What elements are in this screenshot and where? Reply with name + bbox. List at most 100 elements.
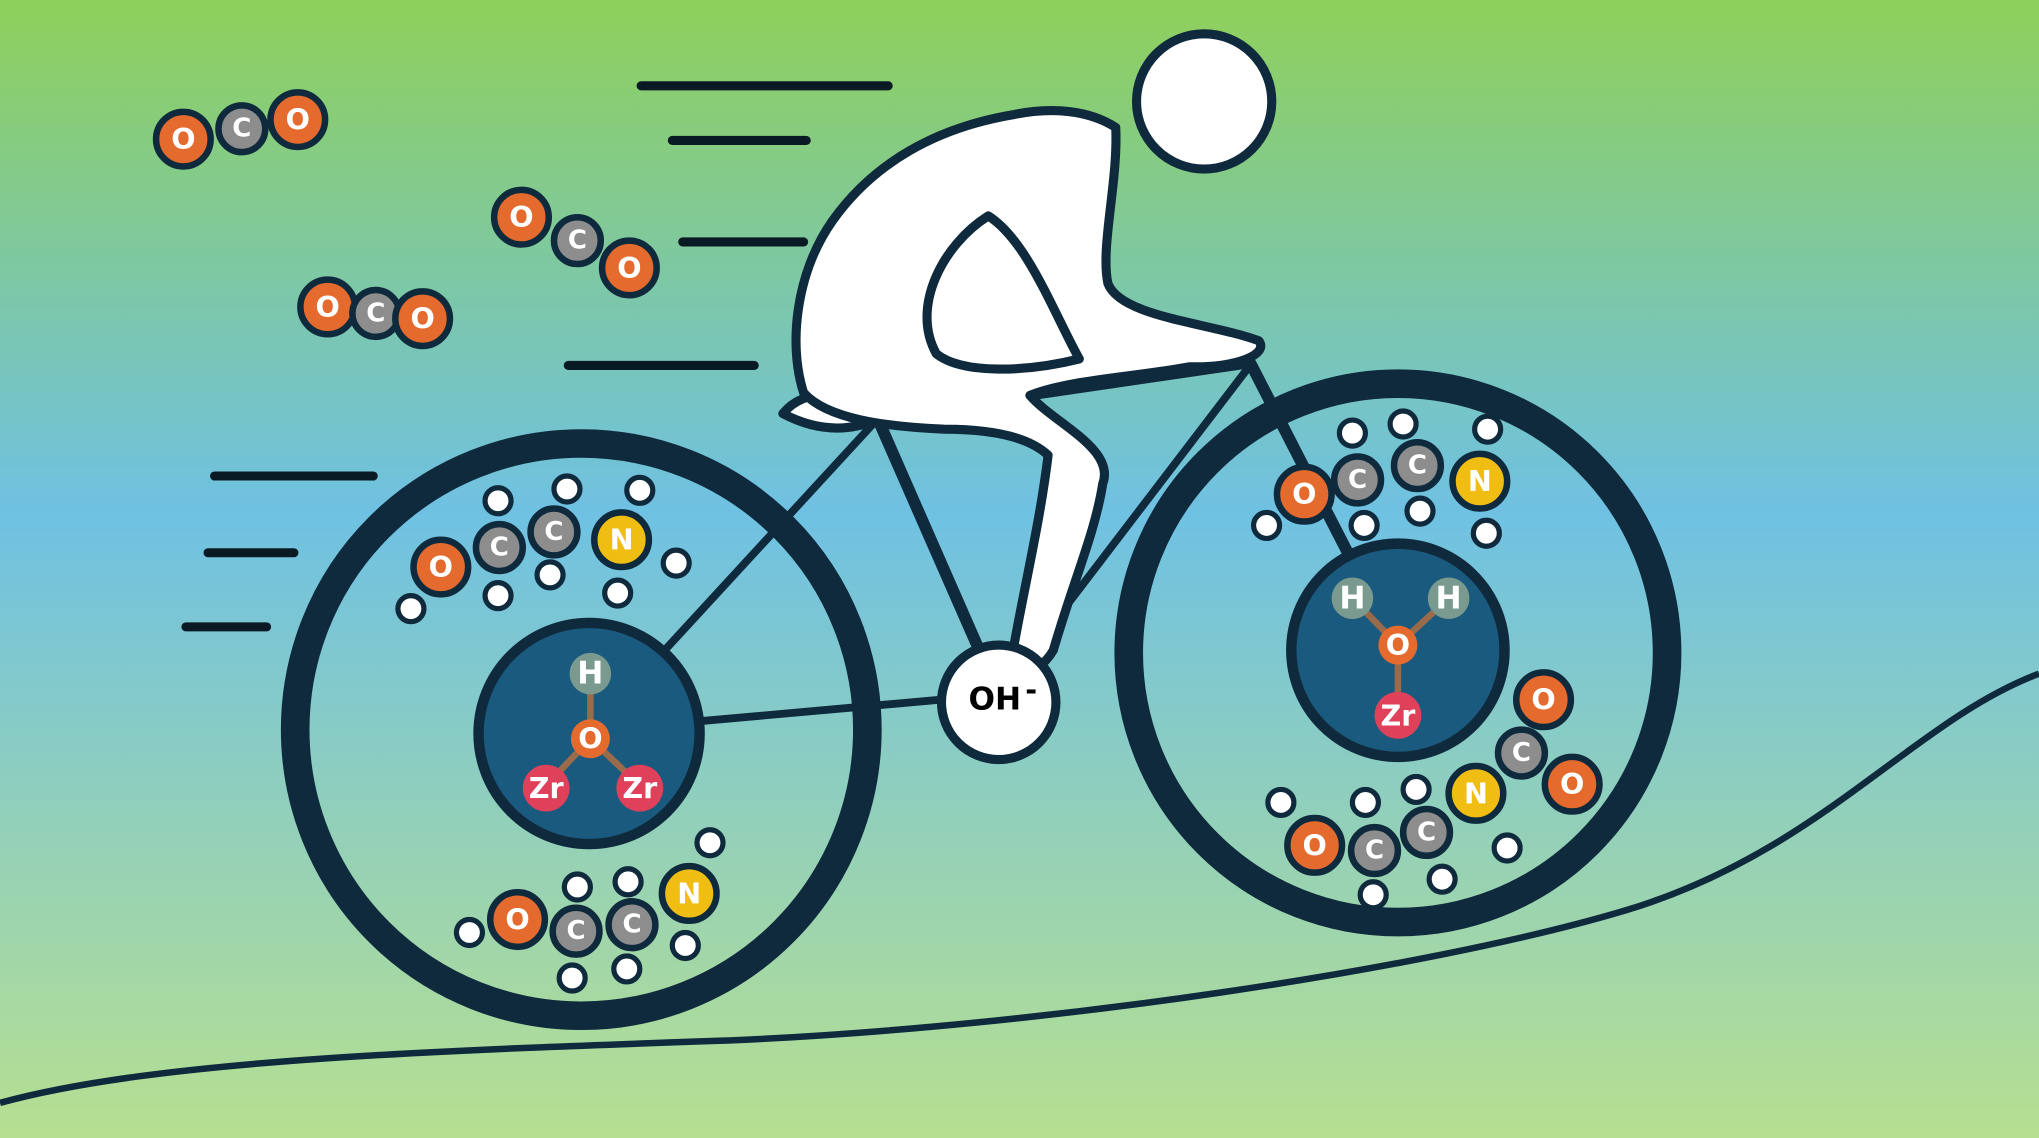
nitrogen-label: N — [1464, 776, 1488, 810]
nitrogen-atom — [1449, 450, 1511, 512]
nitrogen-label: N — [1468, 464, 1492, 498]
oxygen-atom — [490, 186, 553, 248]
co2-molecule-2: OCO — [490, 186, 660, 299]
carbon-atom — [1330, 453, 1385, 507]
oxygen-atom — [598, 237, 660, 299]
hydrogen-atom — [482, 485, 514, 517]
rear-hub-h: H — [577, 656, 603, 692]
oxygen-atom — [1541, 753, 1603, 815]
carbon-label: C — [1417, 817, 1436, 847]
hydrogen-atom — [551, 473, 583, 505]
carbon-atom — [549, 904, 603, 958]
nitrogen-atom — [1445, 762, 1507, 824]
carbon-label: C — [568, 226, 587, 256]
carbon-label: C — [1348, 465, 1367, 495]
carbon-atom — [550, 213, 605, 268]
hydrogen-atom — [561, 871, 593, 903]
nitrogen-atom — [658, 862, 720, 925]
oxygen-atom — [392, 288, 454, 350]
hydrogen-atom — [1387, 408, 1419, 440]
hydrogen-atom — [694, 827, 726, 859]
hydrogen-atom — [602, 577, 634, 609]
speed-lines — [181, 81, 893, 632]
front-hub-h-right: H — [1436, 580, 1462, 616]
hydrogen-atom — [660, 547, 692, 579]
oxygen-label: O — [1303, 828, 1327, 862]
rear-hub-zr-left: Zr — [529, 771, 565, 805]
oxygen-label: O — [316, 290, 340, 324]
nitrogen-label: N — [610, 523, 634, 557]
hydrogen-atom — [556, 962, 588, 994]
front-hub-o: O — [1386, 628, 1410, 662]
oxygen-atom — [410, 536, 472, 598]
hydrogen-atom — [1336, 417, 1369, 449]
carbon-label: C — [622, 910, 641, 940]
hydrogen-atom — [1349, 786, 1382, 819]
carbon-label: C — [1408, 451, 1427, 481]
hydrogen-atom — [1404, 495, 1436, 527]
oxygen-atom — [267, 89, 329, 151]
front-isocyanate: OCO — [1494, 669, 1603, 815]
oxygen-atom — [1273, 463, 1335, 525]
hydrogen-atom — [1348, 509, 1380, 542]
oxygen-atom — [1284, 814, 1346, 876]
rider — [778, 29, 1277, 676]
hill-line — [0, 670, 2039, 1107]
hydrogen-atom — [1472, 413, 1504, 445]
oxygen-label: O — [286, 103, 310, 137]
hydrogen-atom — [1250, 509, 1283, 542]
oxygen-label: O — [1531, 683, 1555, 717]
oxygen-label: O — [505, 903, 529, 937]
hydrogen-atom — [453, 916, 486, 949]
oxygen-atom — [486, 888, 549, 951]
carbon-atom — [527, 505, 581, 559]
rear-amine-top: O C C N — [395, 473, 692, 625]
hydrogen-atom — [395, 593, 427, 625]
hydrogen-atom — [1426, 863, 1458, 895]
rear-hub-zr-right: Zr — [622, 771, 658, 805]
front-hub-h-left: H — [1339, 580, 1365, 616]
oxygen-label: O — [429, 550, 453, 584]
hydrogen-atom — [1265, 786, 1297, 819]
front-hub-zr: Zr — [1380, 698, 1416, 732]
carbon-label: C — [232, 114, 251, 144]
carbon-atom — [605, 898, 659, 952]
carbon-atom — [215, 102, 269, 156]
hydroxide-charge: - — [1025, 672, 1037, 706]
carbon-label: C — [544, 517, 563, 547]
carbon-atom — [472, 520, 527, 575]
rear-hub-o: O — [578, 722, 602, 756]
oxygen-label: O — [1560, 767, 1584, 801]
carbon-label: C — [1365, 836, 1384, 866]
hydrogen-atom — [611, 953, 643, 985]
hydrogen-atom — [1357, 879, 1389, 911]
hydroxide-label: OH — [968, 682, 1021, 718]
hydrogen-atom — [669, 929, 701, 962]
nitrogen-label: N — [677, 876, 701, 910]
carbon-atom — [1399, 805, 1454, 860]
rear-hub: H O Zr Zr — [473, 617, 705, 850]
oxygen-label: O — [1292, 477, 1316, 511]
front-wheel — [1114, 369, 1682, 937]
front-hub: H H O Zr — [1286, 538, 1510, 763]
oxygen-label: O — [171, 122, 195, 156]
hydrogen-atom — [1491, 832, 1523, 864]
rider-torso-hole — [922, 211, 1084, 374]
hydrogen-atom — [624, 474, 656, 506]
oxygen-label: O — [617, 251, 641, 285]
carbon-label: C — [366, 298, 385, 328]
hydrogen-atom — [612, 866, 644, 898]
carbon-label: C — [1512, 738, 1531, 768]
carbon-label: C — [490, 533, 509, 563]
carbon-atom — [1494, 726, 1549, 780]
oxygen-atom — [152, 108, 214, 170]
hydrogen-atom — [482, 580, 514, 612]
hydroxide-bracket: OH - — [936, 640, 1061, 765]
hydrogen-atom — [534, 559, 566, 591]
